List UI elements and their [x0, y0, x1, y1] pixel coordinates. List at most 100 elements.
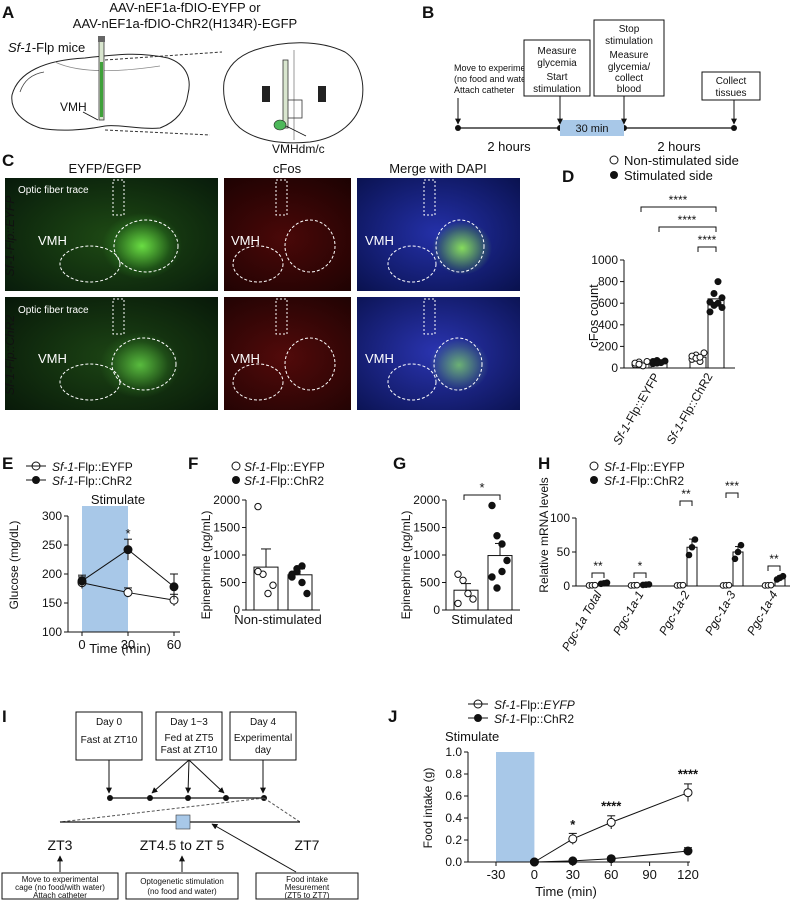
j-point-1-1 [568, 856, 578, 866]
zoom-line-upper [104, 51, 223, 61]
h-point-3-1-2 [737, 541, 745, 549]
b-box2-l5: collect [615, 73, 644, 84]
i-arrow-zt-right [211, 823, 297, 873]
i-zoom-right [263, 797, 301, 823]
j-point-1-2 [606, 854, 616, 864]
ventricle-left [262, 86, 270, 102]
d-legend-marker-1 [610, 171, 618, 179]
g-ylabel: Epinephrine (pg/mL) [399, 511, 413, 620]
i-box-right-3: (ZT5 to ZT7) [285, 891, 330, 900]
h-point-0-0-2 [591, 581, 599, 589]
f-xlabel: Non-stimulated [234, 612, 321, 627]
h-sig-bracket-3 [725, 492, 739, 498]
f-y-tick-label-0: 0 [233, 603, 240, 617]
j-y-tick-label-0: 0.0 [445, 855, 462, 869]
b-box3-l1: Collect [716, 76, 747, 87]
i-arrow-day3 [188, 759, 225, 794]
i-box-left-2: cage (no food/with water) [15, 883, 105, 892]
d-sig-2: **** [698, 233, 717, 247]
h-legend-0: Sf-1-Flp::EYFP [604, 460, 685, 474]
b-box1-l2: glycemia [537, 58, 577, 69]
c-col-title-2: Merge with DAPI [389, 161, 487, 176]
g-sig: * [479, 480, 484, 495]
e-point-0-1 [123, 588, 133, 598]
d-sig-bracket-1 [658, 226, 717, 232]
f-point-1-3 [303, 589, 311, 598]
b-event0-l3: Attach catheter [454, 85, 515, 95]
f-point-1-4 [288, 570, 296, 578]
h-point-2-1-2 [691, 536, 699, 543]
micro-eyfp-merge [357, 178, 520, 291]
b-dot-0 [455, 125, 461, 131]
i-day4-body1: Experimental [234, 733, 292, 744]
h-y-tick-label-1: 50 [557, 545, 571, 559]
f-point-0-4 [254, 567, 262, 576]
g-point-1-5 [493, 584, 501, 592]
c-vmh-outline-l-0c [387, 245, 437, 283]
b-event0: Move to experimental cage (no food and w… [454, 63, 565, 95]
j-xlabel: Time (min) [535, 884, 597, 899]
panel-e: Sf-1-Flp::EYFP Sf-1-Flp::ChR2 Stimulate … [7, 460, 181, 656]
e-y-tick-label-1: 150 [42, 596, 62, 610]
d-sig-bracket-2 [697, 246, 717, 252]
f-point-1-5 [293, 565, 301, 573]
i-day4-title: Day 4 [250, 717, 277, 728]
panel-label-b: B [422, 3, 434, 22]
g-y-tick-label-2: 1000 [413, 548, 440, 562]
d-point-1-1-3 [718, 294, 726, 302]
panel-d: Non-stimulated side Stimulated side cFos… [586, 153, 739, 447]
h-y-tick-label-2: 100 [550, 511, 570, 525]
panel-j: Sf-1-Flp::EYFP Sf-1-Flp::ChR2 Stimulate … [421, 698, 699, 899]
g-y-tick-label-1: 500 [420, 576, 440, 590]
e-point-1-1 [123, 545, 133, 555]
f-y-tick-label-1: 500 [220, 576, 240, 590]
f-legend-1: Sf-1-Flp::ChR2 [244, 474, 324, 488]
cortex-line [54, 61, 161, 72]
c-vmh-outline-r-0b [284, 219, 336, 273]
d-legend-marker-0 [609, 155, 619, 165]
h-y-tick-label-0: 0 [563, 579, 570, 593]
d-point-1-0-6 [696, 353, 704, 361]
d-y-tick-label-2: 400 [598, 318, 618, 332]
c-vmh-outline-l-1c [387, 363, 437, 401]
micro-eyfp-green [5, 178, 218, 291]
i-box-left-3: Attach catheter [33, 891, 87, 900]
panel-label-g: G [393, 454, 406, 473]
panel-h: Sf-1-Flp::EYFP Sf-1-Flp::ChR2 Relative m… [537, 460, 790, 653]
c-vmh-outline-r-1c [433, 337, 483, 391]
j-point-0-3 [683, 788, 693, 798]
sagittal-brain-outline [11, 53, 190, 131]
h-point-1-1-2 [645, 581, 653, 588]
panel-label-d: D [562, 167, 574, 186]
panel-label-j: J [388, 707, 397, 726]
c-vmh-outline-r-1b [284, 337, 336, 391]
b-box-stop [593, 19, 665, 97]
i-day4-body2: day [255, 745, 271, 756]
h-cat-1: Pgc-1a-1 [610, 589, 646, 638]
i-day-dot-3 [223, 795, 229, 801]
c-fiber-label-0: Optic fiber trace [18, 185, 89, 196]
d-y-tick-label-4: 800 [598, 275, 618, 289]
c-fiber-label-1: Optic fiber trace [18, 305, 89, 316]
mouse-label: -Flp mice [32, 40, 85, 55]
i-day13-title: Day 1~3 [170, 717, 208, 728]
j-line-1 [534, 850, 689, 863]
c-vmh-outline-r-0a [113, 219, 179, 273]
b-event0-l2: (no food and water) [454, 74, 532, 84]
c-fiber-trace-0b [275, 179, 288, 216]
j-x-tick-label-4: 90 [642, 867, 656, 882]
d-y-tick-label-5: 1000 [591, 253, 618, 267]
c-vmh-outline-r-0c [435, 219, 485, 273]
f-y-tick-label-2: 1000 [213, 548, 240, 562]
h-point-4-1-2 [779, 572, 787, 580]
i-zt-left: ZT3 [48, 837, 73, 853]
panel-label-c: C [2, 151, 14, 170]
e-y-tick-label-0: 100 [42, 625, 62, 639]
d-point-0-0-3 [643, 358, 651, 366]
panel-label-e: E [2, 454, 13, 473]
c-col-title-1: cFos [273, 161, 302, 176]
c-row-label-0: Sf-1-Flp::EYFP [3, 196, 17, 277]
